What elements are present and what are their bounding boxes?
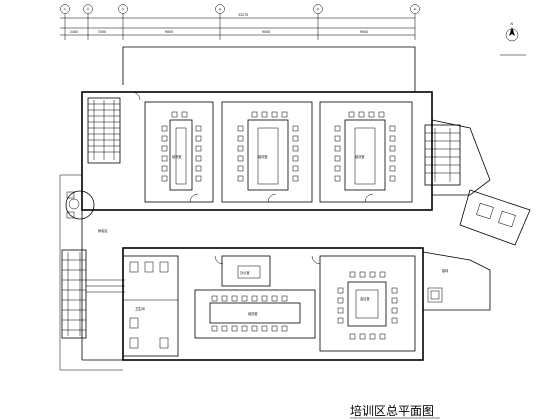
lounge-label: 休息区 [98, 228, 108, 233]
dimension-seg-3: 9000 [165, 30, 173, 34]
dimension-seg-5: 9000 [360, 30, 368, 34]
meeting-room-3: 培训室 [319, 101, 413, 203]
meeting-room-1-label: 培训室 [172, 154, 182, 159]
training-room-label: 培训室 [248, 311, 258, 316]
reception-room: 接待 [422, 251, 491, 311]
doors [131, 91, 374, 265]
grid-label-6: ⑥ [414, 8, 417, 12]
lounge-area: 休息区 [65, 190, 108, 233]
training-room: 培训室 [194, 289, 316, 339]
wc-block: 卫生间 [122, 255, 179, 357]
exterior-walls [59, 46, 433, 371]
office-room: 办公室 [221, 255, 271, 287]
left-stair [87, 97, 121, 164]
angled-rooms [459, 189, 531, 246]
dimension-lines: 33270 2400 3300 9000 9000 9000 [60, 13, 416, 40]
grid-label-5: ⑤ [317, 8, 320, 12]
grid-label-1: ① [64, 8, 67, 12]
meeting-room-2-label: 培训室 [258, 154, 268, 159]
grid-label-3: ③ [122, 8, 125, 12]
north-arrow: N [500, 22, 526, 56]
wc-label: 卫生间 [135, 306, 145, 311]
left-lower-stair [61, 249, 125, 339]
dimension-seg-1: 2400 [70, 30, 78, 34]
dimension-seg-4: 9000 [262, 30, 270, 34]
meeting-room-2: 培训室 [221, 101, 313, 203]
reception-label: 接待 [442, 268, 449, 273]
north-label: N [511, 22, 514, 26]
grid-label-2: ② [87, 8, 90, 12]
grid-markers: ① ② ③ ④ ⑤ ⑥ [60, 4, 420, 14]
conference-room-label: 会议室 [360, 296, 370, 301]
meeting-room-3-label: 培训室 [355, 154, 365, 159]
dimension-total: 33270 [238, 13, 248, 17]
grid-label-4: ④ [219, 8, 222, 12]
office-label: 办公室 [240, 270, 250, 275]
right-stair [424, 119, 491, 196]
meeting-room-1: 培训室 [144, 101, 214, 203]
conference-room: 会议室 [319, 255, 416, 352]
drawing-caption: 培训区总平面图 [350, 403, 434, 418]
dimension-seg-2: 3300 [98, 30, 106, 34]
